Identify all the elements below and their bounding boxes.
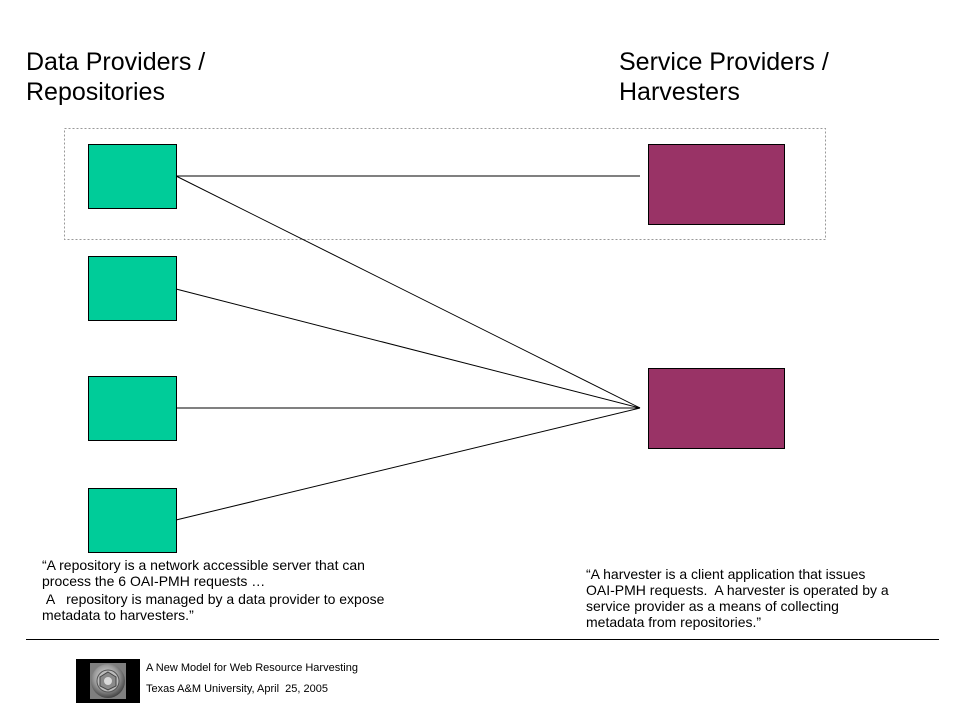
repository-box-2	[88, 256, 177, 321]
footer-venue-date: Texas A&M University, April 25, 2005	[146, 683, 328, 695]
connector-repo-1-to-harvester-2	[175, 175, 641, 409]
footer-presentation-title: A New Model for Web Resource Harvesting	[146, 662, 358, 674]
data-providers-heading-line-1: Data Providers /	[26, 48, 206, 76]
service-providers-heading-line-1: Service Providers /	[619, 48, 829, 76]
repository-definition: “A repository is a network accessible se…	[42, 557, 392, 623]
harvester-definition-text: “A harvester is a client application tha…	[586, 566, 893, 630]
highlight-frame	[64, 128, 826, 240]
data-providers-heading: Data Providers / Repositories	[26, 47, 205, 107]
repository-box-4	[88, 488, 177, 553]
footer-divider	[26, 639, 939, 640]
service-providers-heading: Service Providers / Harvesters	[619, 47, 829, 107]
harvester-box-1	[648, 144, 785, 225]
repository-box-3	[88, 376, 177, 441]
connector-repo-4-to-harvester-2	[175, 407, 641, 521]
repository-definition-line-2: A repository is managed by a data provid…	[42, 591, 389, 623]
data-providers-heading-line-2: Repositories	[26, 78, 165, 106]
repository-box-1	[88, 144, 177, 209]
harvester-box-2	[648, 368, 785, 449]
service-providers-heading-line-2: Harvesters	[619, 78, 740, 106]
repository-definition-line-1: “A repository is a network accessible se…	[42, 557, 365, 589]
harvester-definition: “A harvester is a client application tha…	[586, 566, 896, 630]
connector-repo-2-to-harvester-2	[175, 288, 641, 409]
camera-iris-logo-icon	[76, 659, 140, 703]
